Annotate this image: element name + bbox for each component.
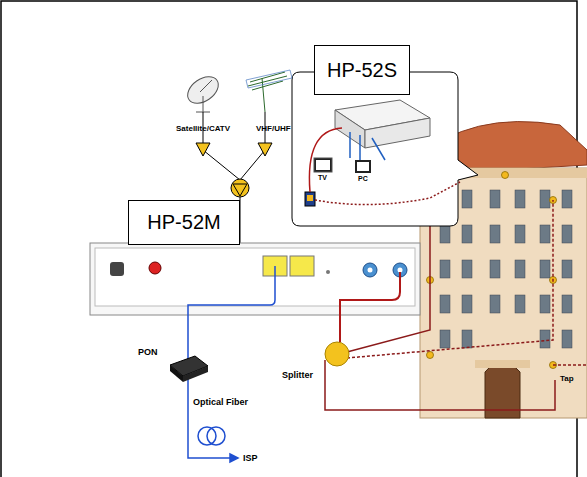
part-label: Optical Fiber bbox=[193, 397, 248, 407]
device-name: HP-52S bbox=[327, 59, 397, 82]
hp-52m-device bbox=[90, 243, 420, 315]
label-box: HP-52S bbox=[314, 45, 410, 95]
antenna bbox=[246, 70, 292, 112]
hp-52s-device bbox=[305, 100, 430, 206]
part-label: Satellite/CATV bbox=[176, 124, 230, 133]
label-box: HP-52M bbox=[128, 200, 240, 245]
part-label: PON bbox=[138, 347, 158, 357]
part-label: ISP bbox=[243, 453, 258, 463]
part-label: TV bbox=[318, 174, 327, 181]
part-label: Tap bbox=[560, 374, 574, 383]
satellite-dish bbox=[183, 71, 223, 112]
device-name: HP-52M bbox=[147, 211, 220, 234]
part-label: Splitter bbox=[282, 370, 313, 380]
part-label: PC bbox=[358, 175, 368, 182]
part-label: VHF/UHF bbox=[256, 124, 291, 133]
pon-device bbox=[170, 356, 208, 382]
